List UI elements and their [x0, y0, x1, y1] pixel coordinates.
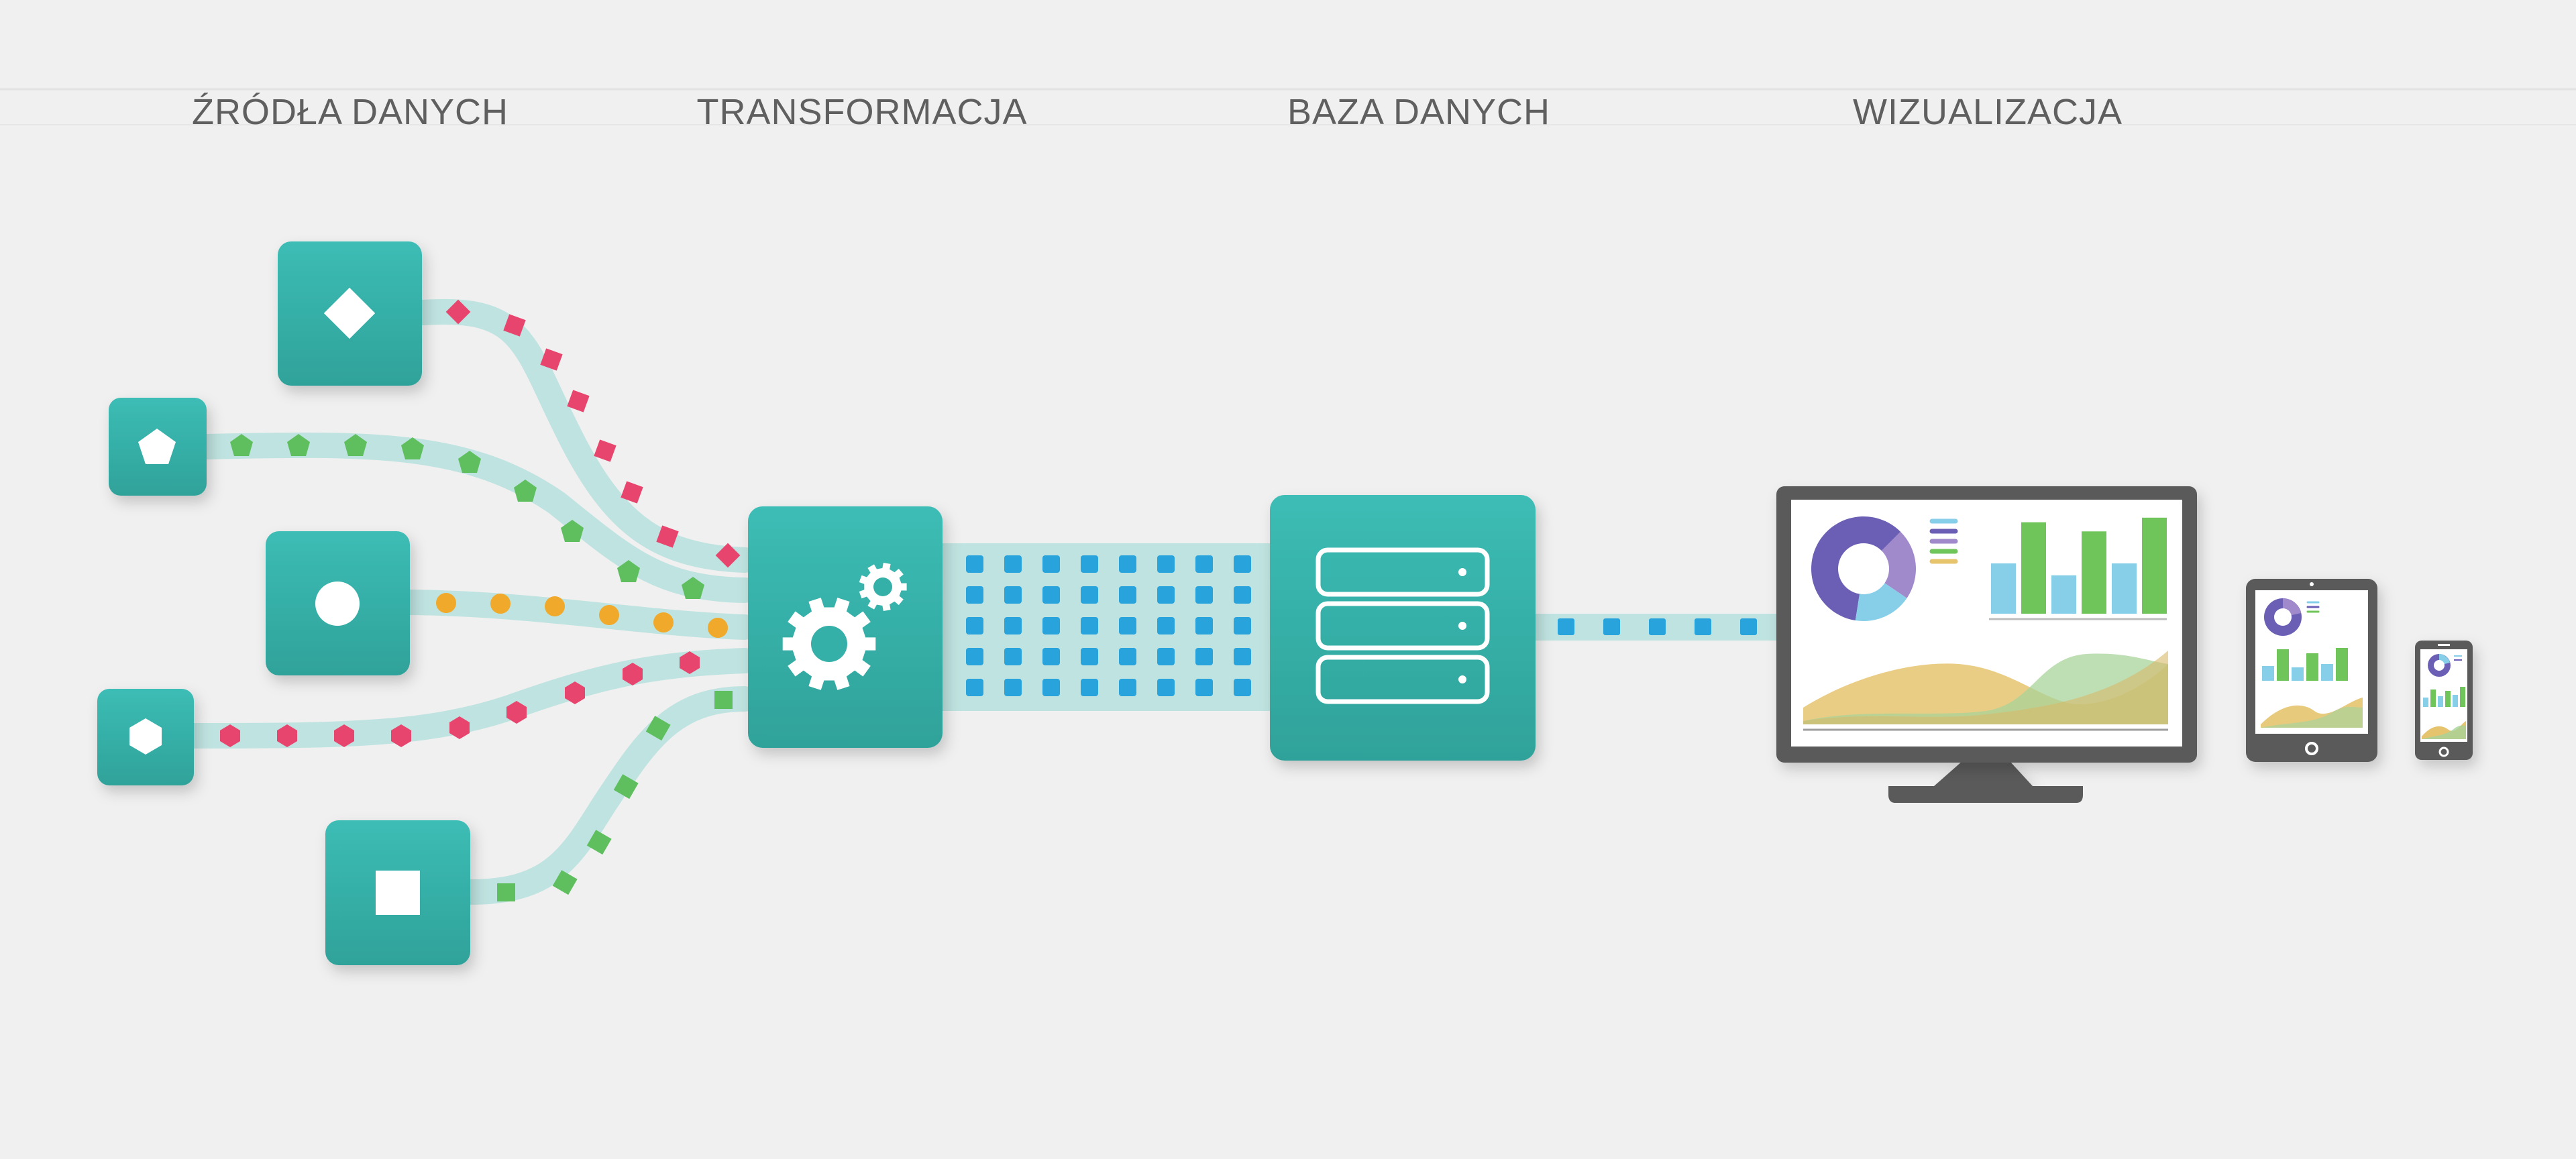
data-block: [1004, 555, 1022, 573]
data-block: [1081, 648, 1098, 665]
server-icon: [1316, 547, 1490, 704]
data-blocks: [966, 555, 1251, 696]
data-block: [1042, 586, 1060, 604]
data-block: [1119, 617, 1136, 634]
header-rules: [0, 88, 2576, 125]
data-block: [966, 555, 983, 573]
data-block: [1195, 648, 1213, 665]
dashboard-area-chart: [1803, 651, 2168, 731]
data-block: [1234, 617, 1251, 634]
bar: [2082, 531, 2106, 614]
header-transform: TRANSFORMACJA: [696, 92, 1027, 132]
source-hexagon: [97, 689, 194, 785]
header-sources: ŹRÓDŁA DANYCH: [192, 92, 508, 132]
data-block: [1119, 679, 1136, 696]
data-block: [1119, 586, 1136, 604]
data-block: [1042, 555, 1060, 573]
monitor-device: [1776, 486, 2197, 803]
source-pipes: [182, 298, 757, 905]
data-block: [1195, 555, 1213, 573]
gears-icon: [782, 563, 907, 690]
header-visualization: WIZUALIZACJA: [1853, 92, 2123, 132]
circle-icon: [315, 582, 360, 626]
data-block: [1119, 555, 1136, 573]
data-block: [1042, 617, 1060, 634]
data-block: [1004, 648, 1022, 665]
data-block: [966, 586, 983, 604]
data-block: [1157, 679, 1175, 696]
pipe-pentagon: [195, 432, 757, 603]
donut-slice: [1864, 531, 1916, 598]
diamond-particles: [445, 299, 741, 568]
data-block: [1004, 586, 1022, 604]
hexagon-particles: [220, 651, 700, 747]
data-block: [1081, 586, 1098, 604]
bar: [1991, 563, 2016, 614]
data-block: [1234, 555, 1251, 573]
data-block: [1157, 586, 1175, 604]
bar: [2021, 522, 2046, 614]
pentagon-particles: [230, 434, 704, 599]
source-circle: [266, 531, 410, 675]
data-block: [1234, 648, 1251, 665]
square-particles: [497, 691, 733, 901]
data-block: [1195, 586, 1213, 604]
data-block: [1195, 617, 1213, 634]
source-diamond: [278, 241, 422, 386]
data-block: [1157, 555, 1175, 573]
data-block: [1234, 679, 1251, 696]
database-box: [1270, 495, 1536, 761]
pipe-hexagon: [182, 648, 757, 749]
data-block: [966, 648, 983, 665]
data-block: [1081, 617, 1098, 634]
db-to-viz-pipe: [1533, 614, 1778, 641]
bar: [2051, 575, 2076, 614]
header-database: BAZA DANYCH: [1287, 92, 1550, 132]
pipe-particles: [220, 299, 741, 901]
data-block: [1234, 586, 1251, 604]
data-block: [1042, 648, 1060, 665]
pentagon-icon: [138, 429, 176, 464]
data-block: [966, 679, 983, 696]
data-block: [1081, 679, 1098, 696]
data-block: [1195, 679, 1213, 696]
source-pentagon: [109, 398, 207, 496]
transform-to-db-pipe: [939, 543, 1271, 711]
hexagon-icon: [129, 718, 162, 755]
square-icon: [376, 871, 420, 915]
bar: [2112, 563, 2137, 614]
data-block: [1081, 555, 1098, 573]
bar: [2142, 517, 2167, 614]
data-block: [1119, 648, 1136, 665]
source-square: [325, 820, 470, 965]
tablet-device: [2246, 579, 2377, 762]
pipe-square: [457, 686, 757, 905]
phone-device: [2415, 641, 2473, 760]
data-block: [1004, 617, 1022, 634]
dashboard-bar-chart: [1991, 517, 2167, 614]
data-block: [1157, 648, 1175, 665]
data-block: [966, 617, 983, 634]
dashboard-legend: [1929, 518, 1958, 564]
data-block: [1157, 617, 1175, 634]
data-block: [1004, 679, 1022, 696]
data-block: [1042, 679, 1060, 696]
circle-particles: [436, 593, 728, 638]
pipe-circle: [396, 590, 757, 640]
